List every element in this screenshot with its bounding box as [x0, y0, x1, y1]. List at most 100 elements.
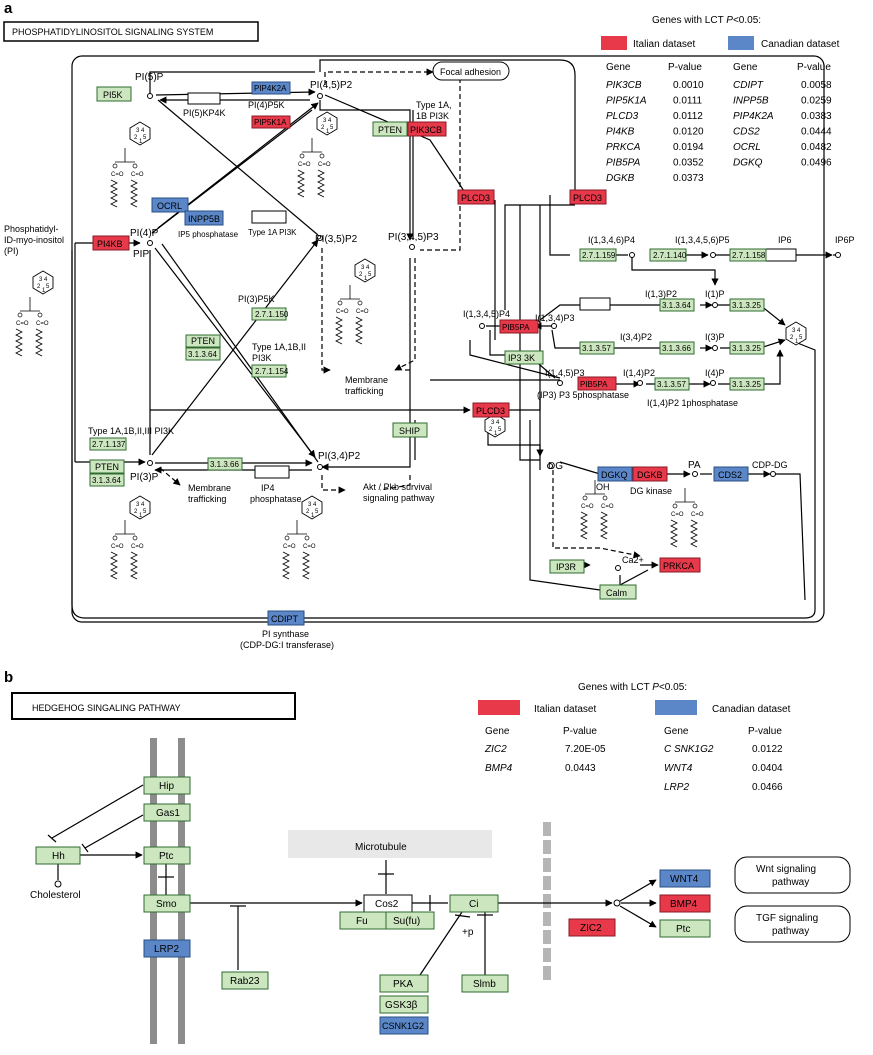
- ocrl-label: OCRL: [157, 201, 182, 211]
- pten-label-2: PTEN: [191, 336, 215, 346]
- label-ip6: IP6: [778, 235, 792, 245]
- prkca-box: [659, 557, 701, 573]
- legend-a-italian-pvalue-2: 0.0112: [673, 111, 703, 122]
- pten-box-2: [185, 334, 221, 348]
- legend-b-col-p-1: P-value: [563, 726, 597, 737]
- pi4kb-box: [92, 235, 130, 251]
- lrp2-box: [143, 939, 191, 958]
- sufu-box: [385, 911, 435, 930]
- label-pi5p: PI(5)P: [135, 72, 164, 83]
- ec-2-7-1-150-label: 2.7.1.150: [255, 310, 289, 319]
- ec-2-7-1-137-label: 2.7.1.137: [92, 440, 126, 449]
- plcd3-label-1: PLCD3: [461, 193, 490, 203]
- ec-2-7-1-154-box: [251, 364, 287, 378]
- label-pi35p2: PI(3,5)P2: [315, 234, 358, 245]
- csnk1g2-label: CSNK1G2: [382, 1021, 424, 1031]
- bmp4-box: [659, 894, 711, 913]
- legend-a-italian-gene-2: PLCD3: [606, 111, 639, 122]
- ec-2-7-1-159-label: 2.7.1.159: [582, 251, 616, 260]
- legend-b-col-p-2: P-value: [748, 726, 782, 737]
- legend-a-italian-pvalue-6: 0.0373: [673, 173, 704, 184]
- ec-3-1-3-25-box-c: [729, 377, 765, 391]
- dgkq-label: DGKQ: [601, 470, 628, 480]
- pi5k-label: PI5K: [103, 90, 123, 100]
- slmb-box: [461, 974, 509, 993]
- legend-a-canadian-gene-5: DGKQ: [733, 158, 763, 169]
- label-pi345p3: PI(3,4,5)P3: [388, 232, 439, 243]
- pip5k1a-box: [251, 115, 291, 129]
- tgf-pathway-label-2: pathway: [772, 926, 809, 937]
- legend-b-canadian-label: Canadian dataset: [712, 704, 791, 715]
- bmp4-label: BMP4: [670, 899, 698, 910]
- plcd3-box-1: [457, 189, 495, 205]
- legend-a-canadian-gene-2: PIP4K2A: [733, 111, 774, 122]
- legend-b-canadian-swatch: [655, 700, 697, 715]
- panel-a-nodes: [147, 93, 841, 571]
- rab23-label: Rab23: [230, 976, 260, 987]
- label-ip6p: IP6P: [835, 235, 855, 245]
- wnt-pathway-node: [734, 856, 851, 894]
- pten-box-1: [372, 121, 408, 137]
- ip3r-label: IP3R: [556, 562, 577, 572]
- label-pi34p2: PI(3,4)P2: [318, 451, 361, 462]
- label-membrane-2: Membrane: [188, 483, 231, 493]
- pip4k2a-label: PIP4K2A: [254, 84, 287, 93]
- ec-3-1-3-57-box-b: [654, 377, 690, 391]
- ptc-label-2: Ptc: [676, 924, 690, 935]
- fu-label: Fu: [356, 916, 368, 927]
- legend-b-italian-pvalue-0: 7.20E-05: [565, 744, 606, 755]
- label-trafficking-2: trafficking: [188, 494, 226, 504]
- hh-box: [35, 846, 81, 865]
- ptc-label: Ptc: [159, 851, 173, 862]
- ec-2-7-1-140-label: 2.7.1.140: [653, 251, 687, 260]
- plcd3-box-3: [472, 402, 510, 418]
- ec-2-7-1-159-box: [579, 248, 617, 262]
- legend-a-italian-label: Italian dataset: [633, 39, 695, 50]
- focal-adhesion-label: Focal adhesion: [440, 67, 501, 77]
- legend-a-italian-pvalue-4: 0.0194: [673, 142, 704, 153]
- label-trafficking-1: trafficking: [345, 386, 383, 396]
- ec-3-1-3-25-box-b: [729, 341, 765, 355]
- legend-a-heading: Genes with LCT P<0.05:: [652, 15, 761, 26]
- ship-label: SHIP: [399, 426, 420, 436]
- label-pi5kp4k: PI(5)KP4K: [183, 108, 226, 118]
- legend-a-col-gene-1: Gene: [606, 62, 631, 73]
- zic2-box: [568, 918, 616, 937]
- ec-3-1-3-25-label-c: 3.1.3.25: [732, 380, 761, 389]
- label-pisynthase-2: (CDP-DG:I transferase): [240, 640, 334, 650]
- pik3cb-label: PIK3CB: [410, 125, 442, 135]
- ec-2-7-1-154-label: 2.7.1.154: [255, 367, 289, 376]
- label-type1a-pi3k: Type 1A PI3K: [248, 228, 297, 237]
- ec-3-1-3-57-label-a: 3.1.3.57: [582, 344, 611, 353]
- legend-a-italian-pvalue-5: 0.0352: [673, 158, 704, 169]
- cholesterol-label: Cholesterol: [30, 890, 81, 901]
- cos2-label: Cos2: [375, 899, 399, 910]
- nuclear-membrane: [543, 822, 551, 980]
- label-pi45p2: PI(4,5)P2: [310, 80, 353, 91]
- legend-b-canadian-gene-2: LRP2: [664, 782, 689, 793]
- legend-a-italian-gene-4: PRKCA: [606, 142, 641, 153]
- tgf-pathway-node: [734, 905, 851, 943]
- ip3-3k-label: IP3 3K: [508, 353, 535, 363]
- legend-a-canadian-gene-0: CDIPT: [733, 80, 764, 91]
- label-pa: PA: [688, 460, 701, 471]
- gas1-box: [143, 803, 191, 822]
- legend-b-canadian-pvalue-2: 0.0466: [752, 782, 783, 793]
- pi5k-box: [96, 86, 132, 102]
- legend-a-col-p-1: P-value: [668, 62, 702, 73]
- legend-a-canadian-pvalue-1: 0.0259: [801, 96, 832, 107]
- legend-a-canadian-pvalue-5: 0.0496: [801, 158, 832, 169]
- label-i3p: I(3)P: [705, 332, 725, 342]
- hip-box: [143, 776, 191, 795]
- ip3r-box: [549, 559, 585, 574]
- ship-box: [392, 422, 428, 438]
- pten-label-1: PTEN: [378, 125, 402, 135]
- lrp2-label: LRP2: [154, 944, 179, 955]
- legend-a-canadian-pvalue-3: 0.0444: [801, 127, 832, 138]
- cds2-label: CDS2: [718, 470, 742, 480]
- label-ip4ph-1: IP4: [261, 483, 275, 493]
- rab23-box: [221, 971, 269, 990]
- legend-a-italian-pvalue-0: 0.0010: [673, 80, 704, 91]
